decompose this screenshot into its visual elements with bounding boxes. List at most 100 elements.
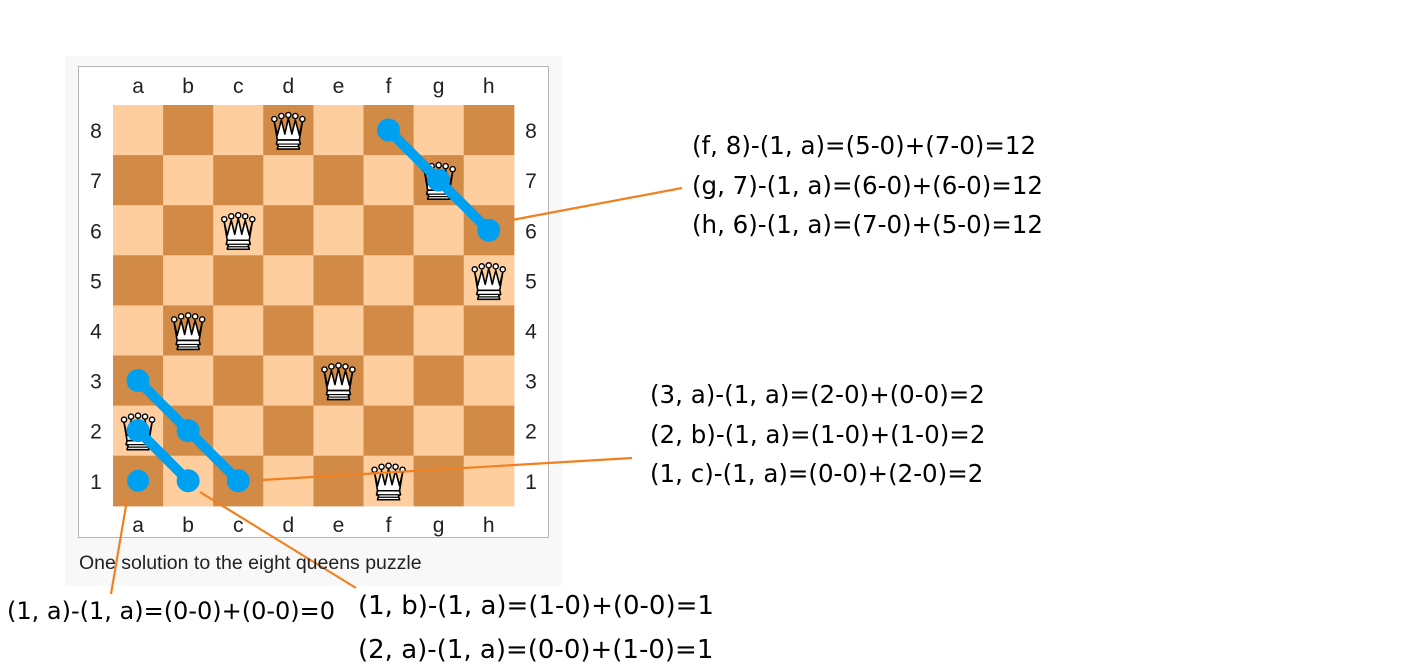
diagonal-dot xyxy=(377,118,401,142)
square-e4 xyxy=(313,305,365,357)
annotation-middle: (3, a)-(1, a)=(2-0)+(0-0)=2 (2, b)-(1, a… xyxy=(650,375,985,494)
square-h8 xyxy=(463,105,515,156)
file-label: f xyxy=(386,75,392,98)
square-h7 xyxy=(463,155,515,206)
annotation-line: (2, a)-(1, a)=(0-0)+(1-0)=1 xyxy=(358,635,714,665)
square-e6 xyxy=(313,205,365,256)
file-label: f xyxy=(386,514,392,537)
square-b5 xyxy=(163,255,214,306)
rank-label: 3 xyxy=(90,371,102,394)
diagonal-dot xyxy=(226,469,250,493)
file-label: d xyxy=(283,75,295,98)
square-c8 xyxy=(213,105,264,156)
square-c5 xyxy=(213,255,264,306)
square-e5 xyxy=(313,255,365,306)
annotation-bottom-mid: (1, b)-(1, a)=(1-0)+(0-0)=1 (2, a)-(1, a… xyxy=(358,584,714,672)
square-h2 xyxy=(463,405,515,457)
annotation-line: (f, 8)-(1, a)=(5-0)+(7-0)=12 xyxy=(692,131,1037,160)
annotation-line: (1, c)-(1, a)=(0-0)+(2-0)=2 xyxy=(650,459,984,488)
rank-label: 5 xyxy=(90,270,102,293)
square-b7 xyxy=(163,155,214,206)
file-label: a xyxy=(132,514,144,537)
file-label: a xyxy=(132,75,144,98)
leader-line-top xyxy=(511,186,683,222)
square-g1 xyxy=(413,455,465,507)
square-a7 xyxy=(113,155,164,206)
rank-label: 8 xyxy=(90,120,102,143)
leader-line-bottom-mid xyxy=(199,491,357,589)
square-f5 xyxy=(363,255,415,306)
rank-label: 7 xyxy=(90,170,102,193)
square-b6 xyxy=(163,205,214,256)
figure-caption: One solution to the eight queens puzzle xyxy=(79,552,422,574)
square-g2 xyxy=(413,405,465,457)
square-a5 xyxy=(113,255,164,306)
square-e1 xyxy=(313,455,365,507)
diagonal-dot xyxy=(477,218,501,242)
square-g6 xyxy=(413,205,465,256)
square-g4 xyxy=(413,305,465,357)
leader-line-middle xyxy=(261,456,633,482)
square-f6 xyxy=(363,205,415,256)
square-e8 xyxy=(313,105,365,156)
queen-icon xyxy=(371,462,406,501)
rank-label: 4 xyxy=(525,320,537,343)
square-c3 xyxy=(213,355,264,407)
square-g5 xyxy=(413,255,465,306)
file-label: g xyxy=(433,514,445,537)
diagonal-overlay xyxy=(126,118,501,493)
queen-icon xyxy=(471,261,507,301)
square-b3 xyxy=(163,355,214,407)
square-d2 xyxy=(263,405,314,457)
leader-line-bottom-left xyxy=(109,499,129,595)
file-label: h xyxy=(483,75,495,98)
square-c4 xyxy=(213,305,264,357)
rank-label: 1 xyxy=(525,471,537,494)
square-f4 xyxy=(363,305,415,357)
rank-label: 3 xyxy=(525,371,537,394)
file-label: c xyxy=(233,514,244,537)
square-d4 xyxy=(263,305,314,357)
square-d5 xyxy=(263,255,314,306)
square-g8 xyxy=(413,105,465,156)
file-label: e xyxy=(333,514,345,537)
square-g3 xyxy=(413,355,465,407)
square-h1 xyxy=(463,455,515,507)
file-label: h xyxy=(483,514,495,537)
diagonal-dot xyxy=(176,419,200,443)
rank-label: 7 xyxy=(525,170,537,193)
leader-lines xyxy=(109,186,683,595)
annotation-line: (h, 6)-(1, a)=(7-0)+(5-0)=12 xyxy=(692,210,1043,239)
diagonal-line xyxy=(133,425,194,486)
square-h3 xyxy=(463,355,515,407)
square-a4 xyxy=(113,305,164,357)
annotation-top: (f, 8)-(1, a)=(5-0)+(7-0)=12 (g, 7)-(1, … xyxy=(692,126,1043,245)
diagonal-dot xyxy=(176,469,200,493)
square-f3 xyxy=(363,355,415,407)
rank-label: 2 xyxy=(525,421,537,444)
rank-label: 5 xyxy=(525,270,537,293)
square-e7 xyxy=(313,155,365,206)
square-d3 xyxy=(263,355,314,407)
file-label: g xyxy=(433,75,445,98)
queen-icon xyxy=(321,362,356,401)
square-a6 xyxy=(113,205,164,256)
file-label: b xyxy=(182,514,194,537)
annotation-line: (2, b)-(1, a)=(1-0)+(1-0)=2 xyxy=(650,419,986,449)
annotation-line: (3, a)-(1, a)=(2-0)+(0-0)=2 xyxy=(650,380,985,409)
board-squares xyxy=(113,105,515,507)
diagonal-dot xyxy=(126,419,150,443)
queen-icon xyxy=(170,312,206,351)
square-c7 xyxy=(213,155,264,206)
file-label: c xyxy=(233,75,244,98)
file-label: e xyxy=(333,75,345,98)
file-label: b xyxy=(182,75,194,98)
square-c2 xyxy=(213,405,264,457)
square-d1 xyxy=(263,455,314,507)
queen-icon xyxy=(270,111,306,150)
annotation-line: (1, b)-(1, a)=(1-0)+(0-0)=1 xyxy=(358,591,714,621)
annotation-bottom-left: (1, a)-(1, a)=(0-0)+(0-0)=0 xyxy=(7,594,335,628)
square-d6 xyxy=(263,205,314,256)
square-f2 xyxy=(363,405,415,457)
